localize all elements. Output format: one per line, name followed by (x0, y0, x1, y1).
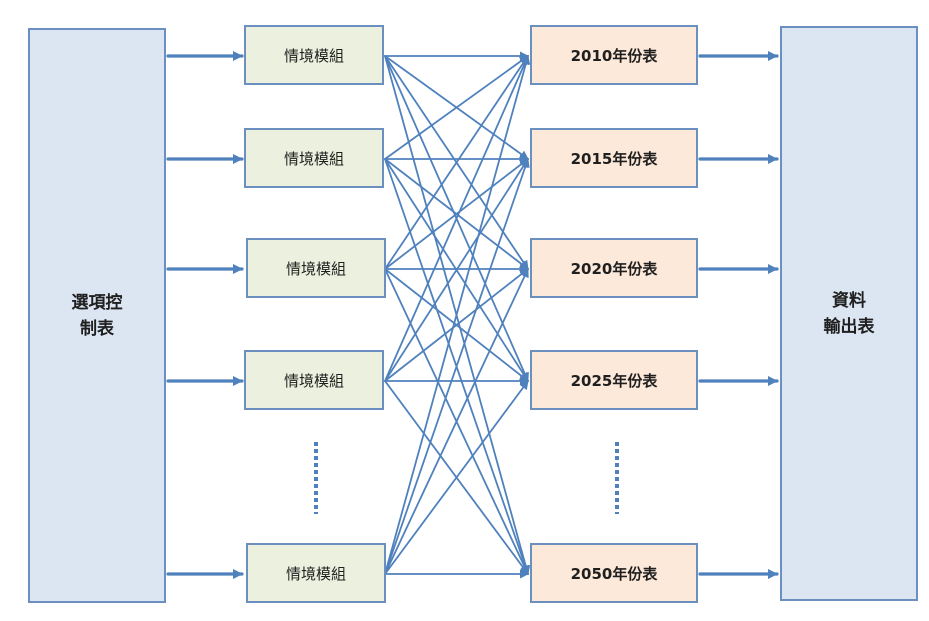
scenario-module-4: 情境模組 (244, 350, 384, 410)
ellipsis-markers (314, 442, 619, 514)
output-label-line2: 輸出表 (823, 316, 875, 337)
scenario-module-1: 情境模組 (244, 25, 384, 85)
control-label-line1: 選項控 (71, 292, 123, 313)
scenario-module-2: 情境模組 (244, 128, 384, 188)
year-table-2015: 2015年份表 (530, 128, 698, 188)
module-label: 情境模組 (285, 564, 346, 583)
connector-line (384, 380, 529, 575)
connector-line (384, 158, 529, 270)
module-label: 情境模組 (285, 259, 346, 278)
connector-line (384, 158, 530, 575)
output-label-line1: 資料 (832, 290, 866, 311)
year-table-label: 2020年份表 (570, 259, 658, 278)
connector-line (384, 158, 529, 382)
year-table-label: 2010年份表 (570, 46, 658, 65)
module-label: 情境模組 (283, 371, 344, 390)
connector-line (384, 55, 529, 160)
connector-line (384, 55, 529, 382)
year-table-2010: 2010年份表 (530, 25, 698, 85)
scenario-module-5: 情境模組 (246, 543, 386, 603)
scenario-module-3: 情境模組 (246, 238, 386, 298)
connector-line (384, 268, 529, 382)
year-table-2025: 2025年份表 (530, 350, 698, 410)
horizontal-arrows (166, 50, 779, 580)
year-table-2020: 2020年份表 (530, 238, 698, 298)
year-table-label: 2050年份表 (570, 564, 658, 583)
connector-line (384, 268, 529, 575)
connector-line (384, 55, 529, 270)
module-to-year-lines (384, 51, 531, 579)
connector-line (384, 55, 531, 575)
data-output-table: 資料 輸出表 (780, 26, 918, 601)
module-label: 情境模組 (283, 46, 344, 65)
year-table-label: 2015年份表 (570, 149, 658, 168)
module-label: 情境模組 (283, 149, 344, 168)
year-table-2050: 2050年份表 (530, 543, 698, 603)
control-label-line2: 制表 (80, 318, 114, 339)
options-control-table: 選項控 制表 (28, 28, 166, 603)
year-table-label: 2025年份表 (570, 371, 658, 390)
